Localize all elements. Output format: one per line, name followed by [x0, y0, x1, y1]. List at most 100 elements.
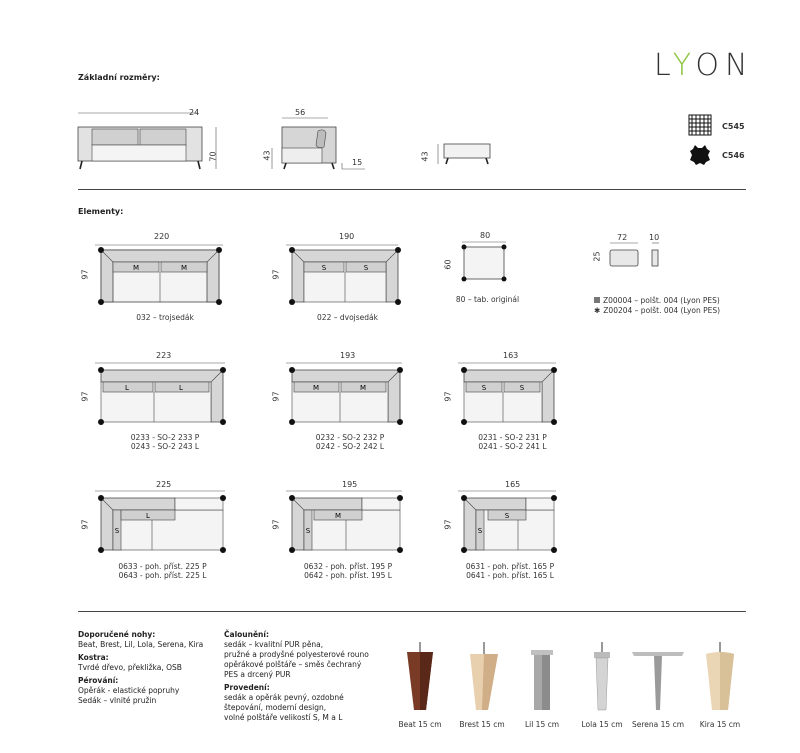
- upholstery-text-3: opěrákové polštáře – směs čechraný: [224, 660, 362, 669]
- leg-label-brest: Brest 15 cm: [459, 720, 505, 729]
- fabric-icon: [688, 114, 712, 136]
- springs-text-2: Sedák – vlnité pružin: [78, 696, 157, 705]
- caption-80: 80 – tab. originál: [455, 295, 520, 304]
- upholstery-text-4: PES a drcený PUR: [224, 670, 291, 679]
- svg-text:S: S: [520, 384, 525, 392]
- dim-0231-width: 163: [503, 351, 519, 360]
- brand-logo: LYON: [654, 48, 754, 83]
- svg-text:S: S: [364, 264, 369, 272]
- pillow-legend-leather: ✱Z00204 – polšt. 004 (Lyon PES): [594, 306, 721, 315]
- svg-text:M: M: [335, 512, 341, 520]
- notes-middle: Čalounění: sedák – kvalitní PUR pěna, pr…: [224, 630, 394, 723]
- beat-leg-icon: [407, 642, 433, 710]
- section-title-basic: Základní rozměry:: [78, 73, 160, 82]
- springs-title: Pérování:: [78, 676, 119, 685]
- dim-80-width: 80: [480, 231, 491, 240]
- svg-text:M: M: [360, 384, 366, 392]
- dim-pillow-height: 25: [592, 251, 602, 262]
- element-80-plan: [461, 241, 507, 282]
- svg-text:L: L: [179, 384, 183, 392]
- dim-0232-width: 193: [340, 351, 356, 360]
- serena-leg-icon: [632, 652, 684, 710]
- dim-side-leg: 15: [352, 158, 363, 167]
- lil-leg-icon: [531, 650, 553, 710]
- dim-80-depth: 60: [443, 259, 453, 270]
- springs-text-1: Opěrák - elastické popruhy: [78, 686, 180, 695]
- leg-label-lil: Lil 15 cm: [524, 720, 560, 729]
- frame-text: Tvrdé dřevo, překližka, OSB: [78, 663, 182, 672]
- pillow-legend-fabric: Z00004 – polšt. 004 (Lyon PES): [594, 296, 720, 305]
- kira-leg-icon: [706, 642, 734, 710]
- section-title-elements: Elementy:: [78, 207, 124, 216]
- element-0633-plan: S L: [95, 490, 226, 553]
- dim-022-width: 190: [339, 232, 355, 241]
- caption-022: 022 – dvojsedák: [317, 313, 378, 322]
- sofa-front-view: [77, 112, 217, 170]
- sofa-side-view: [271, 117, 365, 170]
- element-032-plan: M M: [95, 244, 223, 305]
- dim-0233-depth: 97: [80, 391, 90, 402]
- dim-032-width: 220: [154, 232, 170, 241]
- svg-text:S: S: [115, 527, 120, 535]
- leg-label-serena: Serena 15 cm: [632, 720, 684, 729]
- svg-text:M: M: [133, 264, 139, 272]
- brest-leg-icon: [470, 642, 498, 710]
- divider-bottom: [78, 611, 746, 612]
- dim-0233-width: 223: [156, 351, 172, 360]
- design-text-1: sedák a opěrák pevný, ozdobné: [224, 693, 344, 702]
- svg-text:L: L: [125, 384, 129, 392]
- legs-title: Doporučené nohy:: [78, 630, 156, 639]
- dim-0633-width: 225: [156, 480, 172, 489]
- lola-leg-icon: [594, 642, 610, 711]
- svg-text:M: M: [313, 384, 319, 392]
- svg-text:S: S: [306, 527, 311, 535]
- dim-height: 70: [208, 151, 218, 162]
- frame-title: Kostra:: [78, 653, 109, 662]
- element-0631-plan: S S: [458, 490, 557, 553]
- svg-text:L: L: [146, 512, 150, 520]
- leg-label-kira: Kira 15 cm: [699, 720, 741, 729]
- dim-pillow-side: 10: [649, 233, 660, 242]
- dim-022-depth: 97: [271, 269, 281, 280]
- caption-032: 032 – trojsedák: [136, 313, 194, 322]
- material-code-c546: C546: [722, 151, 745, 160]
- dim-0633-depth: 97: [80, 519, 90, 530]
- dim-side-height: 43: [262, 150, 272, 161]
- dim-ottoman-height: 43: [420, 151, 430, 162]
- leg-label-lola: Lola 15 cm: [581, 720, 623, 729]
- element-0231-plan: S S: [458, 362, 557, 425]
- legs-text: Beat, Brest, Lil, Lola, Serena, Kira: [78, 640, 204, 649]
- design-title: Provedení:: [224, 683, 270, 692]
- notes-left: Doporučené nohy: Beat, Brest, Lil, Lola,…: [78, 630, 228, 706]
- svg-text:S: S: [478, 527, 483, 535]
- design-text-2: štepování, moderní design,: [224, 703, 327, 712]
- element-0632-plan: S M: [286, 490, 403, 553]
- leg-label-beat: Beat 15 cm: [398, 720, 442, 729]
- dim-0231-depth: 97: [443, 391, 453, 402]
- element-022-plan: S S: [286, 244, 401, 305]
- upholstery-title: Čalounění:: [224, 630, 269, 639]
- design-text-3: volné polštáře velikostí S, M a L: [224, 713, 343, 722]
- dim-032-depth: 97: [80, 269, 90, 280]
- dim-0631-depth: 97: [443, 519, 453, 530]
- pillow-drawing: [609, 242, 659, 267]
- dim-back-top: 24: [189, 108, 200, 117]
- upholstery-text-2: pružné a prodyšné polyesterové rouno: [224, 650, 369, 659]
- divider-top: [78, 189, 746, 190]
- dim-0631-width: 165: [505, 480, 521, 489]
- element-0232-plan: M M: [286, 362, 403, 425]
- element-0233-plan: L L: [95, 362, 226, 425]
- dim-0232-depth: 97: [271, 391, 281, 402]
- upholstery-text-1: sedák – kvalitní PUR pěna,: [224, 640, 324, 649]
- dim-side-depth: 56: [295, 108, 306, 117]
- ottoman-side-view: [437, 143, 491, 165]
- dim-pillow-width: 72: [617, 233, 628, 242]
- svg-text:S: S: [482, 384, 487, 392]
- dim-0632-depth: 97: [271, 519, 281, 530]
